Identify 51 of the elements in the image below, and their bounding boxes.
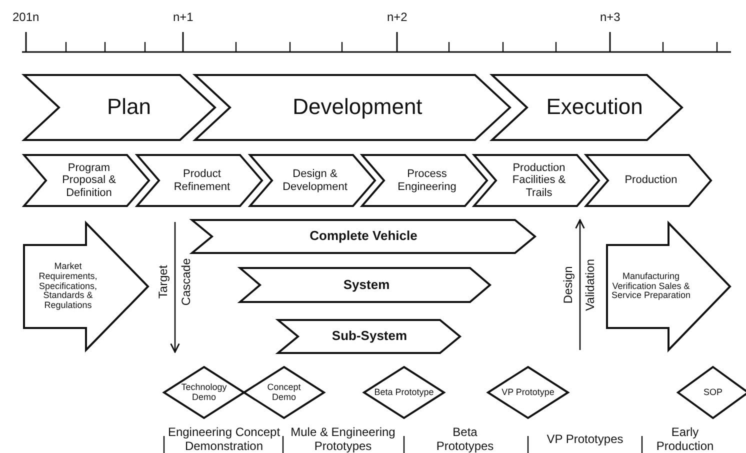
year-label: n+1 bbox=[173, 11, 194, 25]
chevron-shape bbox=[192, 220, 535, 253]
milestone-diamond bbox=[364, 367, 444, 418]
phase-label: Mule & Engineering Prototypes bbox=[290, 426, 396, 453]
cascade-label: Target bbox=[156, 265, 170, 299]
milestone-diamond bbox=[678, 367, 746, 418]
stage-label: Production bbox=[624, 173, 678, 188]
validation-label: Validation bbox=[584, 258, 598, 311]
milestone-label: VP Prototype bbox=[500, 386, 556, 399]
block-arrow-shape bbox=[24, 223, 148, 350]
milestone-label: SOP bbox=[702, 386, 724, 399]
phase-label: VP Prototypes bbox=[546, 433, 624, 447]
chevron-shape bbox=[278, 320, 460, 353]
stage-label: Complete Vehicle bbox=[308, 227, 418, 246]
arrow-label: Manufacturing Verification Sales & Service Preparation bbox=[611, 270, 691, 302]
chevron-shape bbox=[24, 155, 149, 206]
phase-label: Engineering Concept Demonstration bbox=[166, 426, 282, 453]
stage-label: Production Facilities & Trails bbox=[511, 161, 567, 201]
chevron-shape bbox=[24, 75, 215, 140]
stage-label: Product Refinement bbox=[172, 167, 232, 194]
milestone-label: Concept Demo bbox=[266, 380, 302, 404]
chevron-shape bbox=[362, 155, 487, 206]
arrow-label: Market Requirements, Specifications, Standards & Regulations bbox=[38, 260, 98, 312]
chevron-shape bbox=[474, 155, 599, 206]
chevron-shape bbox=[137, 155, 262, 206]
chevron-shape bbox=[250, 155, 375, 206]
milestone-diamond bbox=[488, 367, 568, 418]
stage-label: Program Proposal & Definition bbox=[61, 161, 117, 201]
chevron-shape bbox=[240, 268, 490, 302]
milestone-diamond bbox=[164, 367, 244, 418]
year-label: 201n bbox=[12, 11, 40, 25]
stage-label: Execution bbox=[545, 93, 644, 122]
stage-label: System bbox=[342, 276, 391, 294]
phase-label: Early Production bbox=[655, 426, 715, 453]
year-label: n+2 bbox=[387, 11, 408, 25]
milestone-label: Technology Demo bbox=[180, 380, 228, 404]
block-arrow-shape bbox=[607, 223, 730, 350]
stage-label: Sub-System bbox=[330, 327, 408, 346]
stage-label: Process Engineering bbox=[396, 167, 458, 194]
year-label: n+3 bbox=[600, 11, 620, 25]
stage-label: Plan bbox=[106, 93, 152, 122]
stage-label: Development bbox=[292, 93, 424, 122]
chevron-shape bbox=[195, 75, 510, 140]
cascade-label: Cascade bbox=[179, 258, 194, 306]
phase-label: Beta Prototypes bbox=[435, 426, 495, 453]
milestone-diamond bbox=[244, 367, 324, 418]
chevron-shape bbox=[586, 155, 711, 206]
milestone-label: Beta Prototype bbox=[374, 386, 434, 399]
stage-label: Design & Development bbox=[282, 167, 348, 194]
validation-label: Design bbox=[561, 266, 576, 304]
chevron-shape bbox=[492, 75, 682, 140]
